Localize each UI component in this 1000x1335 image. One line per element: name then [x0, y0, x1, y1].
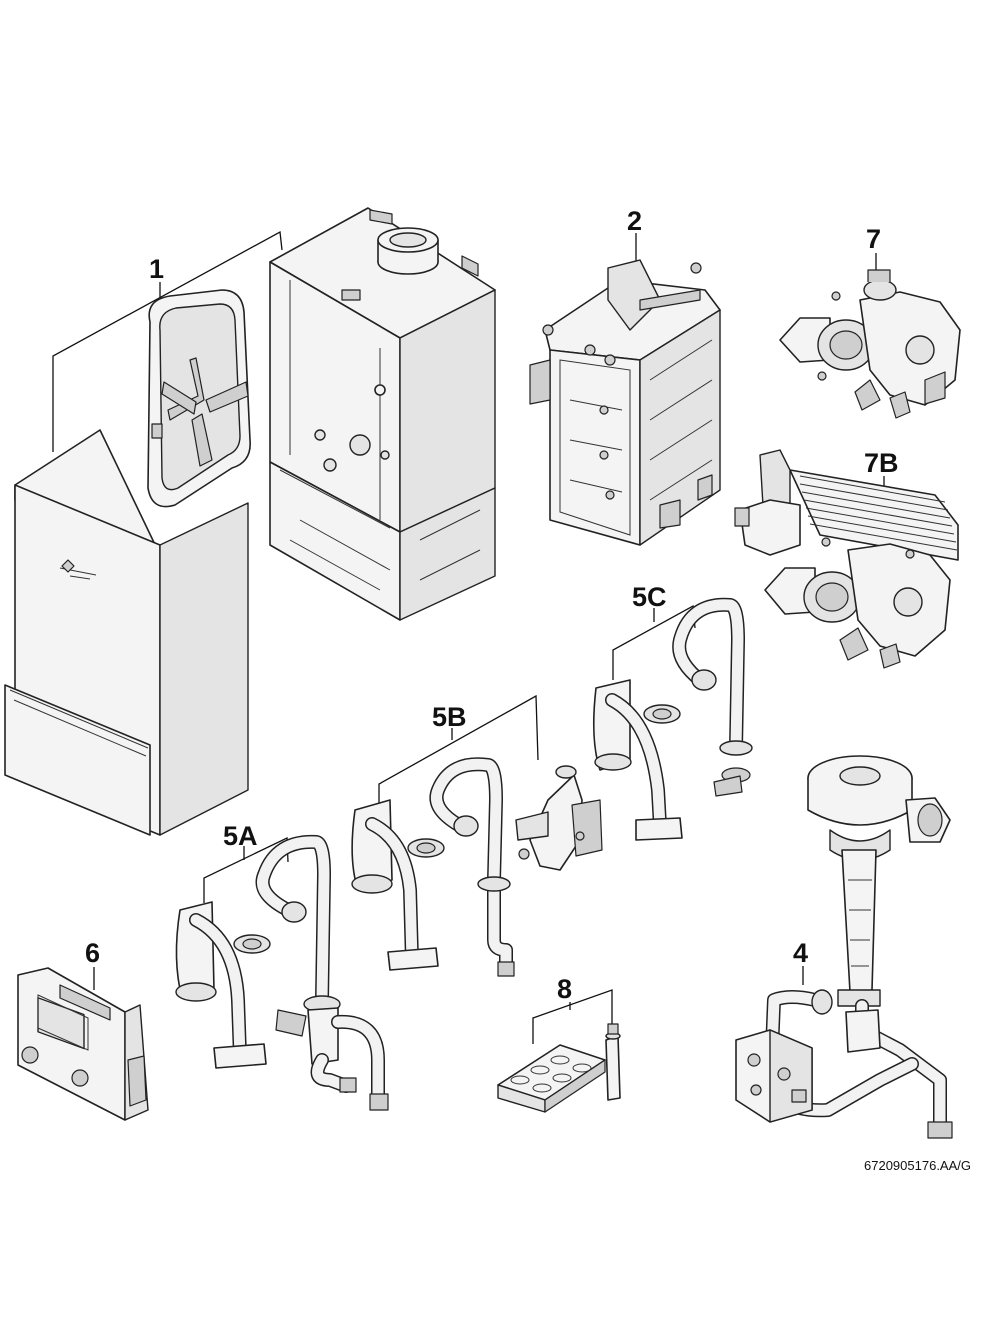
- label-5a: 5A: [223, 821, 258, 851]
- part-1-casing-group: 1: [4, 207, 496, 836]
- part-5b-siphon-pipes: 5B: [351, 694, 603, 977]
- leader-5b-bracket: [378, 694, 539, 810]
- front-casing: [4, 429, 249, 836]
- label-5b: 5B: [432, 702, 467, 732]
- boiler-chassis: [269, 207, 496, 621]
- label-1: 1: [149, 254, 164, 284]
- figure-reference: 6720905176.AA/G: [864, 1158, 971, 1173]
- part-5a-siphon-pipes: 5A: [175, 821, 389, 1111]
- part-8-seal-kit: 8: [497, 974, 621, 1113]
- label-6: 6: [85, 938, 100, 968]
- label-4: 4: [793, 938, 808, 968]
- part-7-hydraulic-block: 7: [779, 224, 961, 419]
- label-2: 2: [627, 206, 642, 236]
- part-7b-hydraulic-block-plate-exchanger: 7B: [734, 448, 959, 669]
- label-8: 8: [557, 974, 572, 1004]
- expansion-vessel: [147, 289, 251, 508]
- label-7b: 7B: [864, 448, 899, 478]
- part-6-control-unit: 6: [17, 938, 149, 1121]
- leader-8-bracket: [532, 989, 613, 1044]
- part-2-heat-exchanger: 2: [529, 206, 721, 546]
- leader-1-bracket: [52, 230, 283, 452]
- part-5c-siphon-pipes: 5C: [592, 582, 753, 841]
- part-4-fan-gas-valve: 4: [735, 755, 953, 1139]
- label-7: 7: [866, 224, 881, 254]
- label-5c: 5C: [632, 582, 667, 612]
